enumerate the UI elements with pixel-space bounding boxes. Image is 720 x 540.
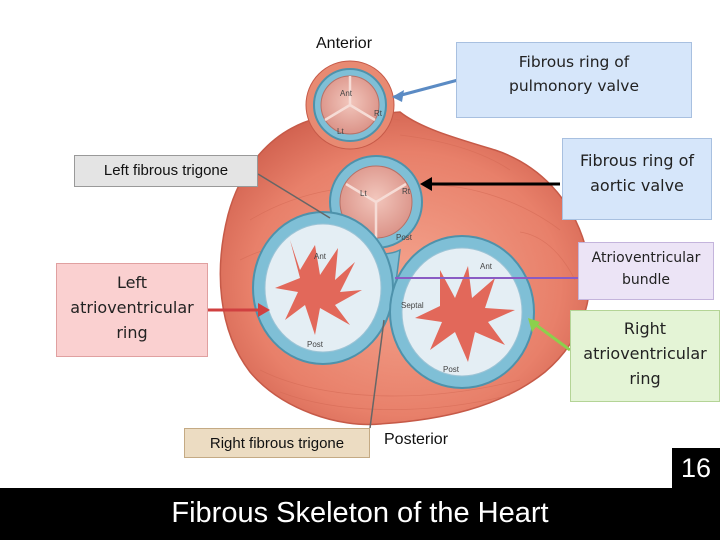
- pulmonary-pointer: [393, 78, 459, 99]
- pulmonary-ring-callout: Fibrous ring of pulmonory valve: [456, 42, 692, 118]
- pulmonary-ring-text: Fibrous ring of pulmonory valve: [508, 53, 640, 96]
- pulmonary-valve: [305, 60, 395, 150]
- mitral-post-label: Post: [307, 340, 324, 349]
- pulm-rt-label: Rt: [374, 109, 383, 118]
- posterior-label: Posterior: [384, 431, 449, 448]
- aortic-lt-label: Lt: [360, 189, 367, 198]
- left-av-ring-callout: Left atrioventricular ring: [56, 263, 208, 357]
- aortic-rt-label: Rt: [402, 187, 411, 196]
- left-trigone-callout: Left fibrous trigone: [74, 155, 258, 187]
- right-av-ring-text: Right atrioventricular ring: [583, 319, 707, 388]
- anterior-label: Anterior: [316, 35, 373, 52]
- tricusp-septal-label: Septal: [401, 301, 424, 310]
- left-av-ring-text: Left atrioventricular ring: [70, 273, 194, 342]
- left-trigone-pointer: [257, 173, 331, 219]
- tricusp-ant-label: Ant: [480, 262, 493, 271]
- pulm-lt-label: Lt: [337, 127, 344, 136]
- right-trigone-callout: Right fibrous trigone: [184, 428, 370, 458]
- page-number: 16: [672, 448, 720, 488]
- aortic-post-label: Post: [396, 233, 413, 242]
- left-trigone-text: Left fibrous trigone: [103, 162, 229, 179]
- right-av-ring-callout: Right atrioventricular ring: [570, 310, 720, 402]
- aortic-ring-callout: Fibrous ring of aortic valve: [562, 138, 712, 220]
- av-bundle-text: Atrioventricular bundle: [591, 250, 701, 288]
- aortic-valve: [329, 155, 423, 249]
- title-bar: [0, 488, 720, 540]
- heart-illustration: Ant Rt Lt Lt Rt Post Ant Post Ant Septal…: [208, 60, 591, 429]
- slide-title: Fibrous Skeleton of the Heart: [171, 497, 549, 529]
- right-trigone-text: Right fibrous trigone: [209, 435, 345, 452]
- mitral-valve: [252, 211, 394, 365]
- tricuspid-valve: [389, 235, 535, 389]
- tricusp-post-label: Post: [443, 365, 460, 374]
- pulm-ant-label: Ant: [340, 89, 353, 98]
- mitral-ant-label: Ant: [314, 252, 327, 261]
- right-trigone-pointer: [369, 319, 385, 429]
- av-bundle-callout: Atrioventricular bundle: [578, 242, 714, 300]
- leader-lines: [208, 78, 578, 429]
- aortic-ring-text: Fibrous ring of aortic valve: [579, 151, 695, 195]
- right-av-pointer: [531, 320, 571, 352]
